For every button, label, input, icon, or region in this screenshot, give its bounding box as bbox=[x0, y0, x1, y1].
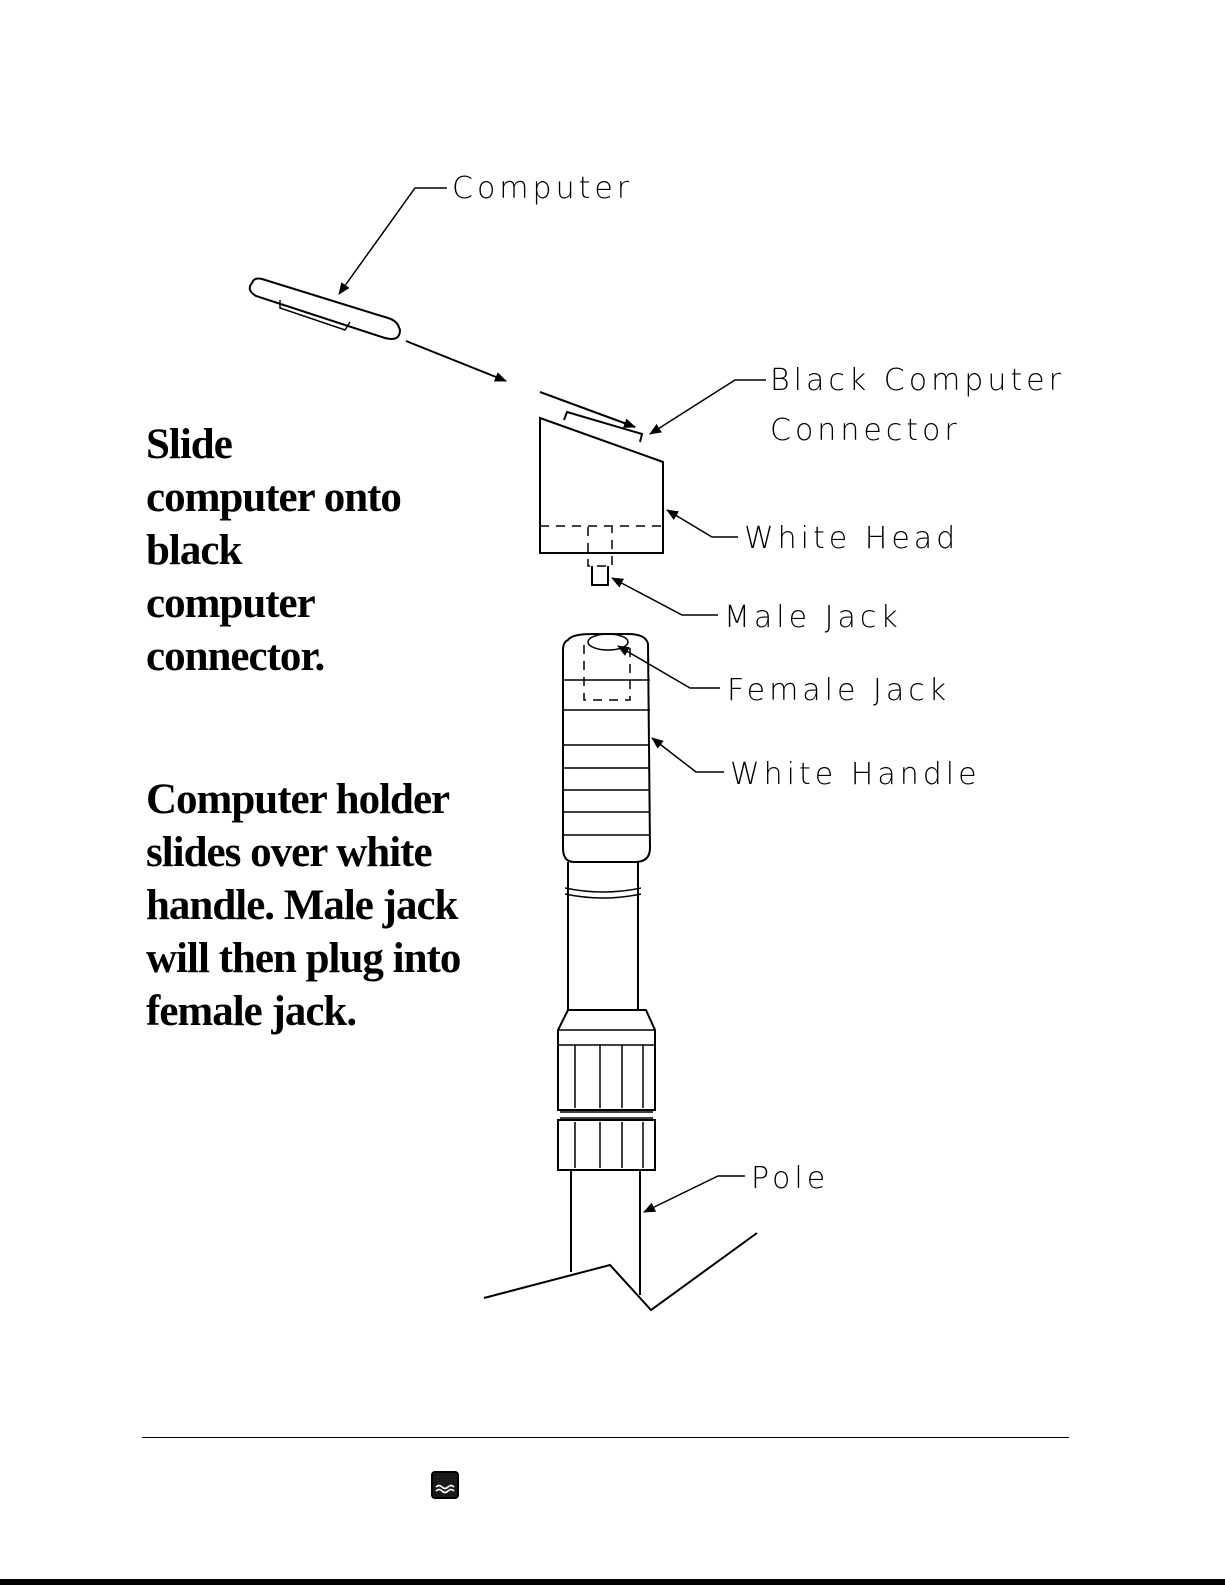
computer-device bbox=[250, 279, 400, 340]
slide-arrow-2 bbox=[540, 392, 635, 427]
label-pole: Pole bbox=[751, 1161, 829, 1196]
leader-white-handle bbox=[652, 738, 724, 772]
label-computer: Computer bbox=[452, 171, 633, 206]
white-handle bbox=[563, 634, 650, 862]
leader-male-jack bbox=[612, 578, 718, 615]
page-bottom-edge bbox=[0, 1579, 1225, 1585]
leader-connector bbox=[650, 380, 766, 434]
slide-arrow-1 bbox=[406, 341, 506, 381]
label-white-head: White Head bbox=[744, 521, 959, 556]
label-female-jack: Female Jack bbox=[727, 673, 950, 708]
label-connector-line1: Black Computer bbox=[770, 363, 1065, 398]
label-male-jack: Male Jack bbox=[724, 600, 902, 635]
male-jack bbox=[588, 527, 612, 585]
leader-computer bbox=[339, 188, 447, 294]
leader-female-jack bbox=[618, 646, 720, 688]
pole-assembly bbox=[484, 862, 757, 1310]
white-head bbox=[540, 412, 663, 553]
leader-pole bbox=[644, 1176, 745, 1212]
label-connector-line2: Connector bbox=[770, 413, 961, 448]
wave-logo-icon bbox=[431, 1471, 459, 1499]
footer-divider bbox=[142, 1437, 1069, 1438]
label-white-handle: White Handle bbox=[730, 757, 981, 792]
leader-white-head bbox=[667, 510, 738, 537]
